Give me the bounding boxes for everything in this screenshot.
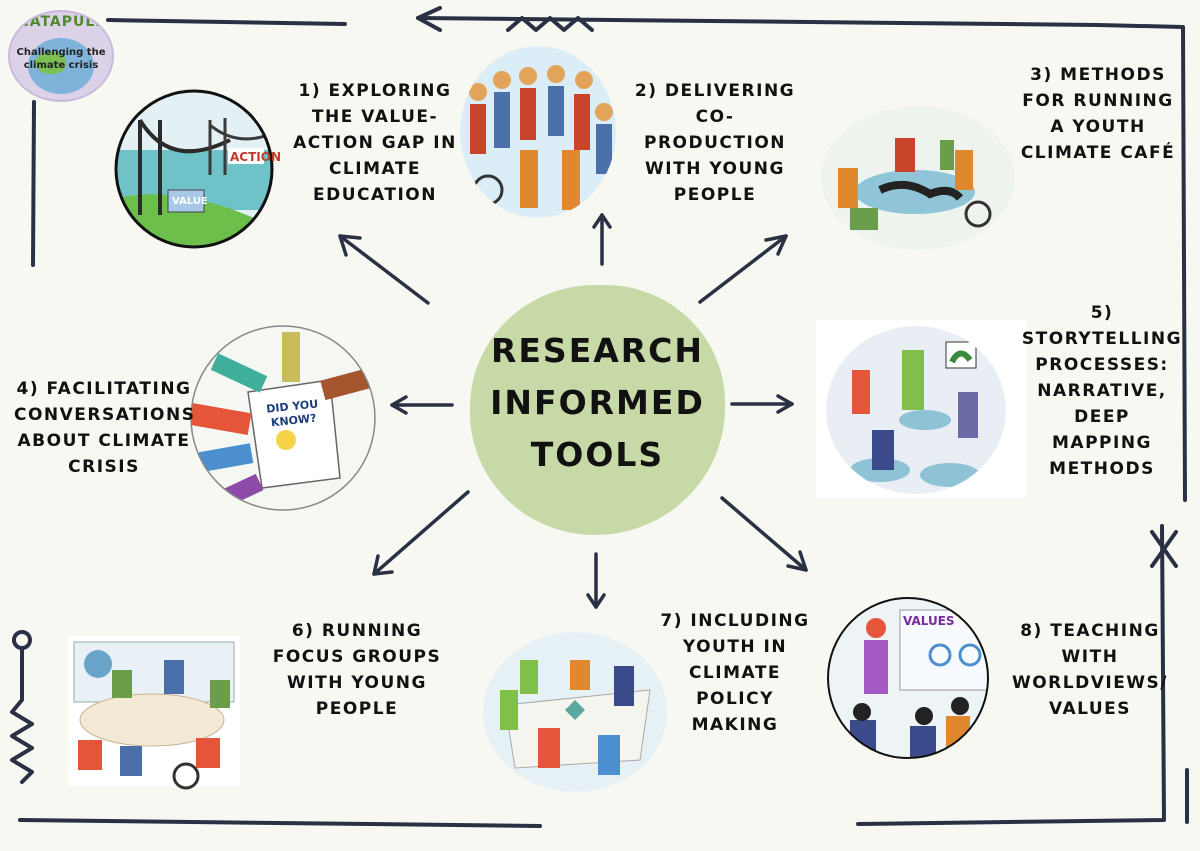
tool-4-line-3: ABOUT CLIMATE [17,431,191,451]
tool-7-line-3: CLIMATE [688,663,782,683]
illustration-climate-cafe [821,106,1015,250]
tool-1-line-1: 1) EXPLORING [298,81,452,101]
tool-6-line-2: FOCUS GROUPS [272,647,442,667]
arrow-to-tool-5 [730,394,794,414]
arrow-to-tool-1 [338,234,430,305]
tool-5-line-4: MAPPING [1052,433,1152,453]
tool-7-line-5: MAKING [691,715,779,735]
tool-3-line-4: CLIMATE CAFÉ [1020,143,1176,163]
illustration-value-text: VALUE [172,196,208,207]
logo-subtitle-line-1: Challenging the [16,47,106,58]
tool-3-line-1: 3) METHODS [1030,65,1166,85]
tool-8-line-2: WITH [1061,647,1119,667]
tool-3-label: 3) METHODS FOR RUNNING A YOUTH CLIMATE C… [1018,62,1178,166]
illustration-worldviews-values [827,597,989,759]
tool-3-line-3: A YOUTH [1050,117,1146,137]
tool-7-line-2: YOUTH IN [682,637,788,657]
frame-x-mark [1150,530,1178,568]
tool-1-line-3: ACTION GAP IN [293,133,457,153]
tool-1-line-2: THE VALUE- [311,107,439,127]
illustration-values-text: VALUES [903,614,955,628]
illustration-action-text: ACTION [230,150,281,164]
frame-top-right [416,16,1187,502]
center-title: RESEARCH INFORMED TOOLS [470,325,725,481]
tool-4-line-1: 4) FACILITATING [16,379,192,399]
tool-7-line-1: 7) INCLUDING [660,611,810,631]
tool-5-line-1: 5) STORYTELLING [1021,303,1183,349]
tool-7-line-4: POLICY [696,689,774,709]
tool-6-line-1: 6) RUNNING [291,621,423,641]
tool-8-line-3: WORLDVIEWS/ [1011,673,1169,693]
tool-6-line-3: WITH YOUNG [287,673,427,693]
illustration-co-production [460,46,616,218]
tool-1-label: 1) EXPLORING THE VALUE- ACTION GAP IN CL… [290,78,460,208]
illustration-value-action-gap [114,89,274,249]
tool-1-line-4: CLIMATE [328,159,422,179]
illustration-focus-groups [68,636,240,790]
frame-top-left [106,18,347,26]
center-title-line-3: TOOLS [530,435,665,474]
tool-6-line-4: PEOPLE [315,699,399,719]
tool-5-line-2: PROCESSES: [1035,355,1169,375]
tool-5-line-3: NARRATIVE, DEEP [1037,381,1167,427]
arrow-to-tool-3 [698,234,788,304]
frame-top-zigzag [506,16,594,32]
tool-6-label: 6) RUNNING FOCUS GROUPS WITH YOUNG PEOPL… [272,618,442,722]
illustration-conversations [190,325,376,511]
tool-2-line-4: PEOPLE [673,185,757,205]
tool-7-label: 7) INCLUDING YOUTH IN CLIMATE POLICY MAK… [660,608,810,738]
arrow-to-tool-2 [592,213,612,266]
tool-2-line-2: CO-PRODUCTION [644,107,786,153]
logo-subtitle-line-2: climate crisis [23,60,99,71]
tool-4-label: 4) FACILITATING CONVERSATIONS ABOUT CLIM… [14,376,194,480]
tool-4-line-4: CRISIS [68,457,140,477]
arrow-to-tool-8 [720,496,808,572]
center-title-line-1: RESEARCH [490,331,705,370]
tool-5-label: 5) STORYTELLING PROCESSES: NARRATIVE, DE… [1012,300,1192,482]
arrow-to-tool-6 [372,490,470,576]
tool-2-line-3: WITH YOUNG [645,159,785,179]
tool-2-label: 2) DELIVERING CO-PRODUCTION WITH YOUNG P… [630,78,800,208]
frame-top-arrowhead [416,6,442,32]
illustration-storytelling [816,320,1026,498]
logo-title: CATAPULT [18,14,104,30]
tool-8-line-1: 8) TEACHING [1020,621,1160,641]
frame-bottom [18,818,542,828]
frame-left-circle [12,630,32,650]
tool-1-line-5: EDUCATION [313,185,437,205]
frame-right-lower [856,524,1166,826]
center-title-line-2: INFORMED [490,383,705,422]
tool-2-line-1: 2) DELIVERING [634,81,796,101]
arrow-to-tool-4 [390,395,454,415]
arrow-to-tool-7 [586,552,606,609]
frame-left-top [31,100,36,267]
frame-left-zigzag [10,646,34,784]
illustration-policy-making [483,632,667,792]
logo-land [36,52,66,74]
logo-subtitle: Challenging the climate crisis [10,46,112,72]
tool-3-line-2: FOR RUNNING [1022,91,1174,111]
tool-4-line-2: CONVERSATIONS [14,405,196,425]
tool-5-line-5: METHODS [1049,459,1155,479]
catapult-logo: CATAPULT Challenging the climate crisis [8,10,114,102]
tool-8-line-4: VALUES [1048,699,1132,719]
tool-8-label: 8) TEACHING WITH WORLDVIEWS/ VALUES [1010,618,1170,722]
center-blob [470,285,725,535]
